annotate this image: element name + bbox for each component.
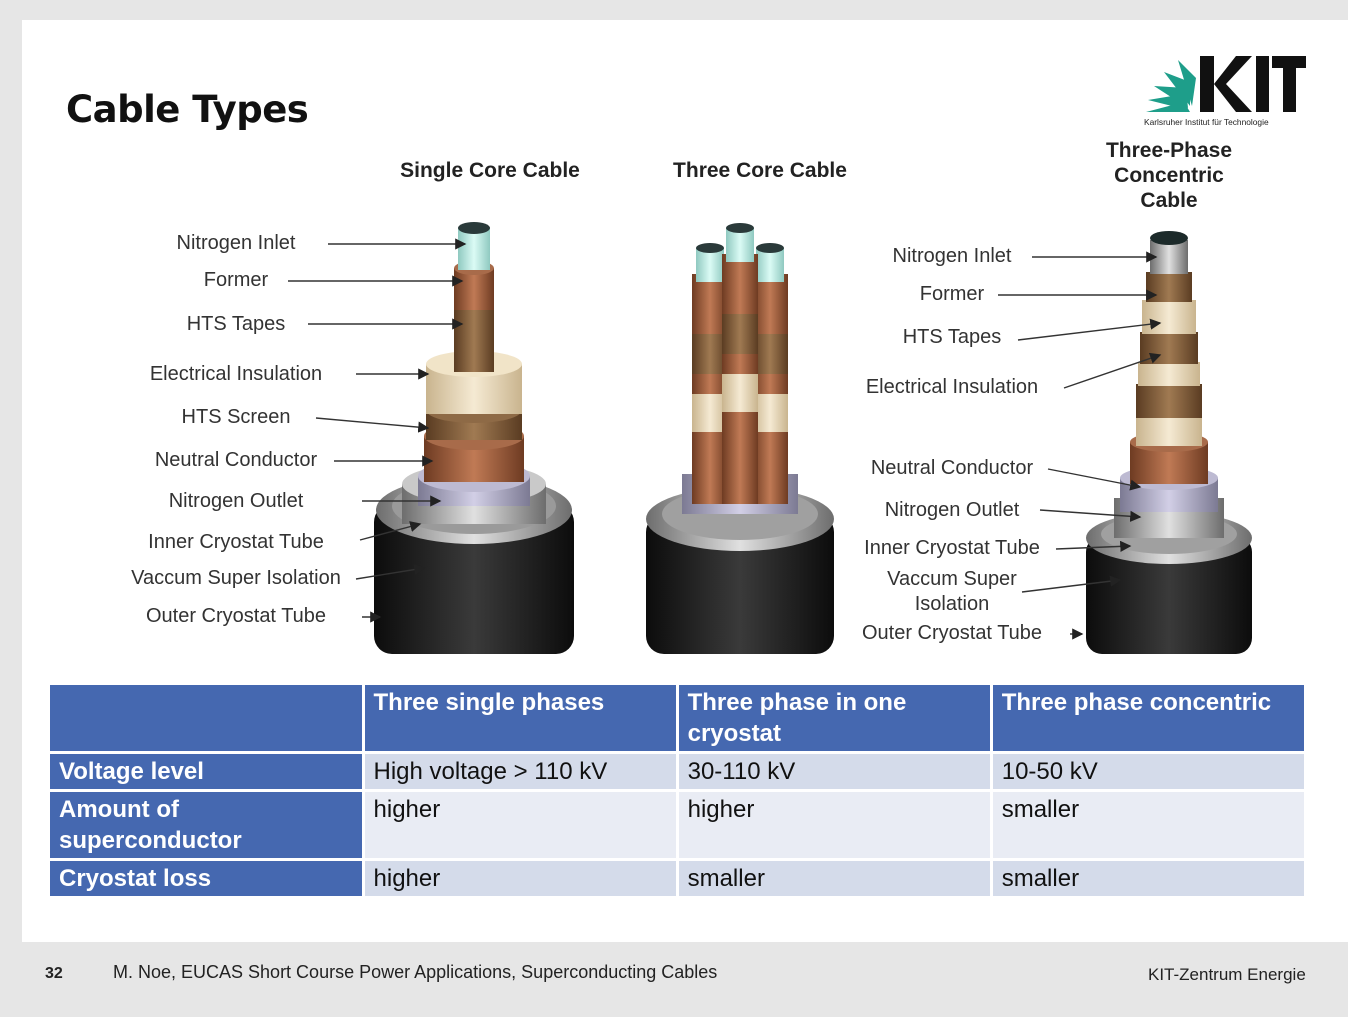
table-cell: higher <box>364 861 676 896</box>
label-concentric-inner-cryostat-tube: Inner Cryostat Tube <box>864 537 1040 559</box>
label-single-former: Former <box>203 269 269 291</box>
table-cell: smaller <box>992 792 1304 858</box>
table-row-label: Voltage level <box>50 754 362 789</box>
label-concentric-outer-cryostat-tube: Outer Cryostat Tube <box>861 622 1043 644</box>
footer-citation: M. Noe, EUCAS Short Course Power Applica… <box>113 962 718 982</box>
table-header-cell: Three single phases <box>364 685 676 751</box>
comparison-table: Three single phases Three phase in one c… <box>47 682 1307 899</box>
label-single-hts-tapes: HTS Tapes <box>186 313 286 335</box>
kit-logo-mark <box>1146 56 1306 112</box>
label-single-nitrogen-inlet: Nitrogen Inlet <box>176 232 296 254</box>
label-single-electrical-insulation: Electrical Insulation <box>149 363 323 385</box>
table-cell: higher <box>364 792 676 858</box>
label-concentric-neutral-conductor: Neutral Conductor <box>870 457 1034 479</box>
concentric-cable-image <box>1080 216 1258 656</box>
table-cell: smaller <box>678 861 990 896</box>
label-single-outer-cryostat-tube: Outer Cryostat Tube <box>145 605 327 627</box>
slide-title: Cable Types <box>66 88 309 131</box>
label-single-hts-screen: HTS Screen <box>181 406 291 428</box>
footer-organization: KIT-Zentrum Energie <box>1148 965 1306 984</box>
label-single-vaccum-super-isolation: Vaccum Super Isolation <box>131 567 341 589</box>
table-cell: High voltage > 110 kV <box>364 754 676 789</box>
table-cell: 30-110 kV <box>678 754 990 789</box>
table-row-label: Amount of superconductor <box>50 792 362 858</box>
label-concentric-former: Former <box>919 283 985 305</box>
table-row: Amount of superconductor higher higher s… <box>50 792 1304 858</box>
label-single-inner-cryostat-tube: Inner Cryostat Tube <box>148 531 324 553</box>
table-header-cell: Three phase in one cryostat <box>678 685 990 751</box>
heading-three-core: Three Core Cable <box>673 159 847 182</box>
heading-concentric: Three-Phase Concentric Cable <box>1105 139 1233 212</box>
heading-single-core: Single Core Cable <box>400 159 580 182</box>
page-number: 32 <box>45 965 63 982</box>
label-concentric-hts-tapes: HTS Tapes <box>902 326 1002 348</box>
three-core-cable-image <box>640 214 842 656</box>
table-row: Cryostat loss higher smaller smaller <box>50 861 1304 896</box>
table-header-cell <box>50 685 362 751</box>
label-concentric-electrical-insulation: Electrical Insulation <box>865 376 1039 398</box>
table-row-label: Cryostat loss <box>50 861 362 896</box>
table-cell: smaller <box>992 861 1304 896</box>
table-header-row: Three single phases Three phase in one c… <box>50 685 1304 751</box>
label-concentric-nitrogen-inlet: Nitrogen Inlet <box>892 245 1012 267</box>
table-row: Voltage level High voltage > 110 kV 30-1… <box>50 754 1304 789</box>
table-cell: higher <box>678 792 990 858</box>
label-concentric-vaccum-super-isolation: Vaccum Super Isolation <box>887 568 1017 615</box>
single-core-cable-image <box>372 214 582 656</box>
kit-logo: Karlsruher Institut für Technologie <box>1144 54 1308 130</box>
kit-logo-subtitle: Karlsruher Institut für Technologie <box>1144 117 1269 127</box>
label-concentric-nitrogen-outlet: Nitrogen Outlet <box>884 499 1020 521</box>
label-single-neutral-conductor: Neutral Conductor <box>154 449 318 471</box>
table-header-cell: Three phase concentric <box>992 685 1304 751</box>
table-cell: 10-50 kV <box>992 754 1304 789</box>
label-single-nitrogen-outlet: Nitrogen Outlet <box>168 490 304 512</box>
